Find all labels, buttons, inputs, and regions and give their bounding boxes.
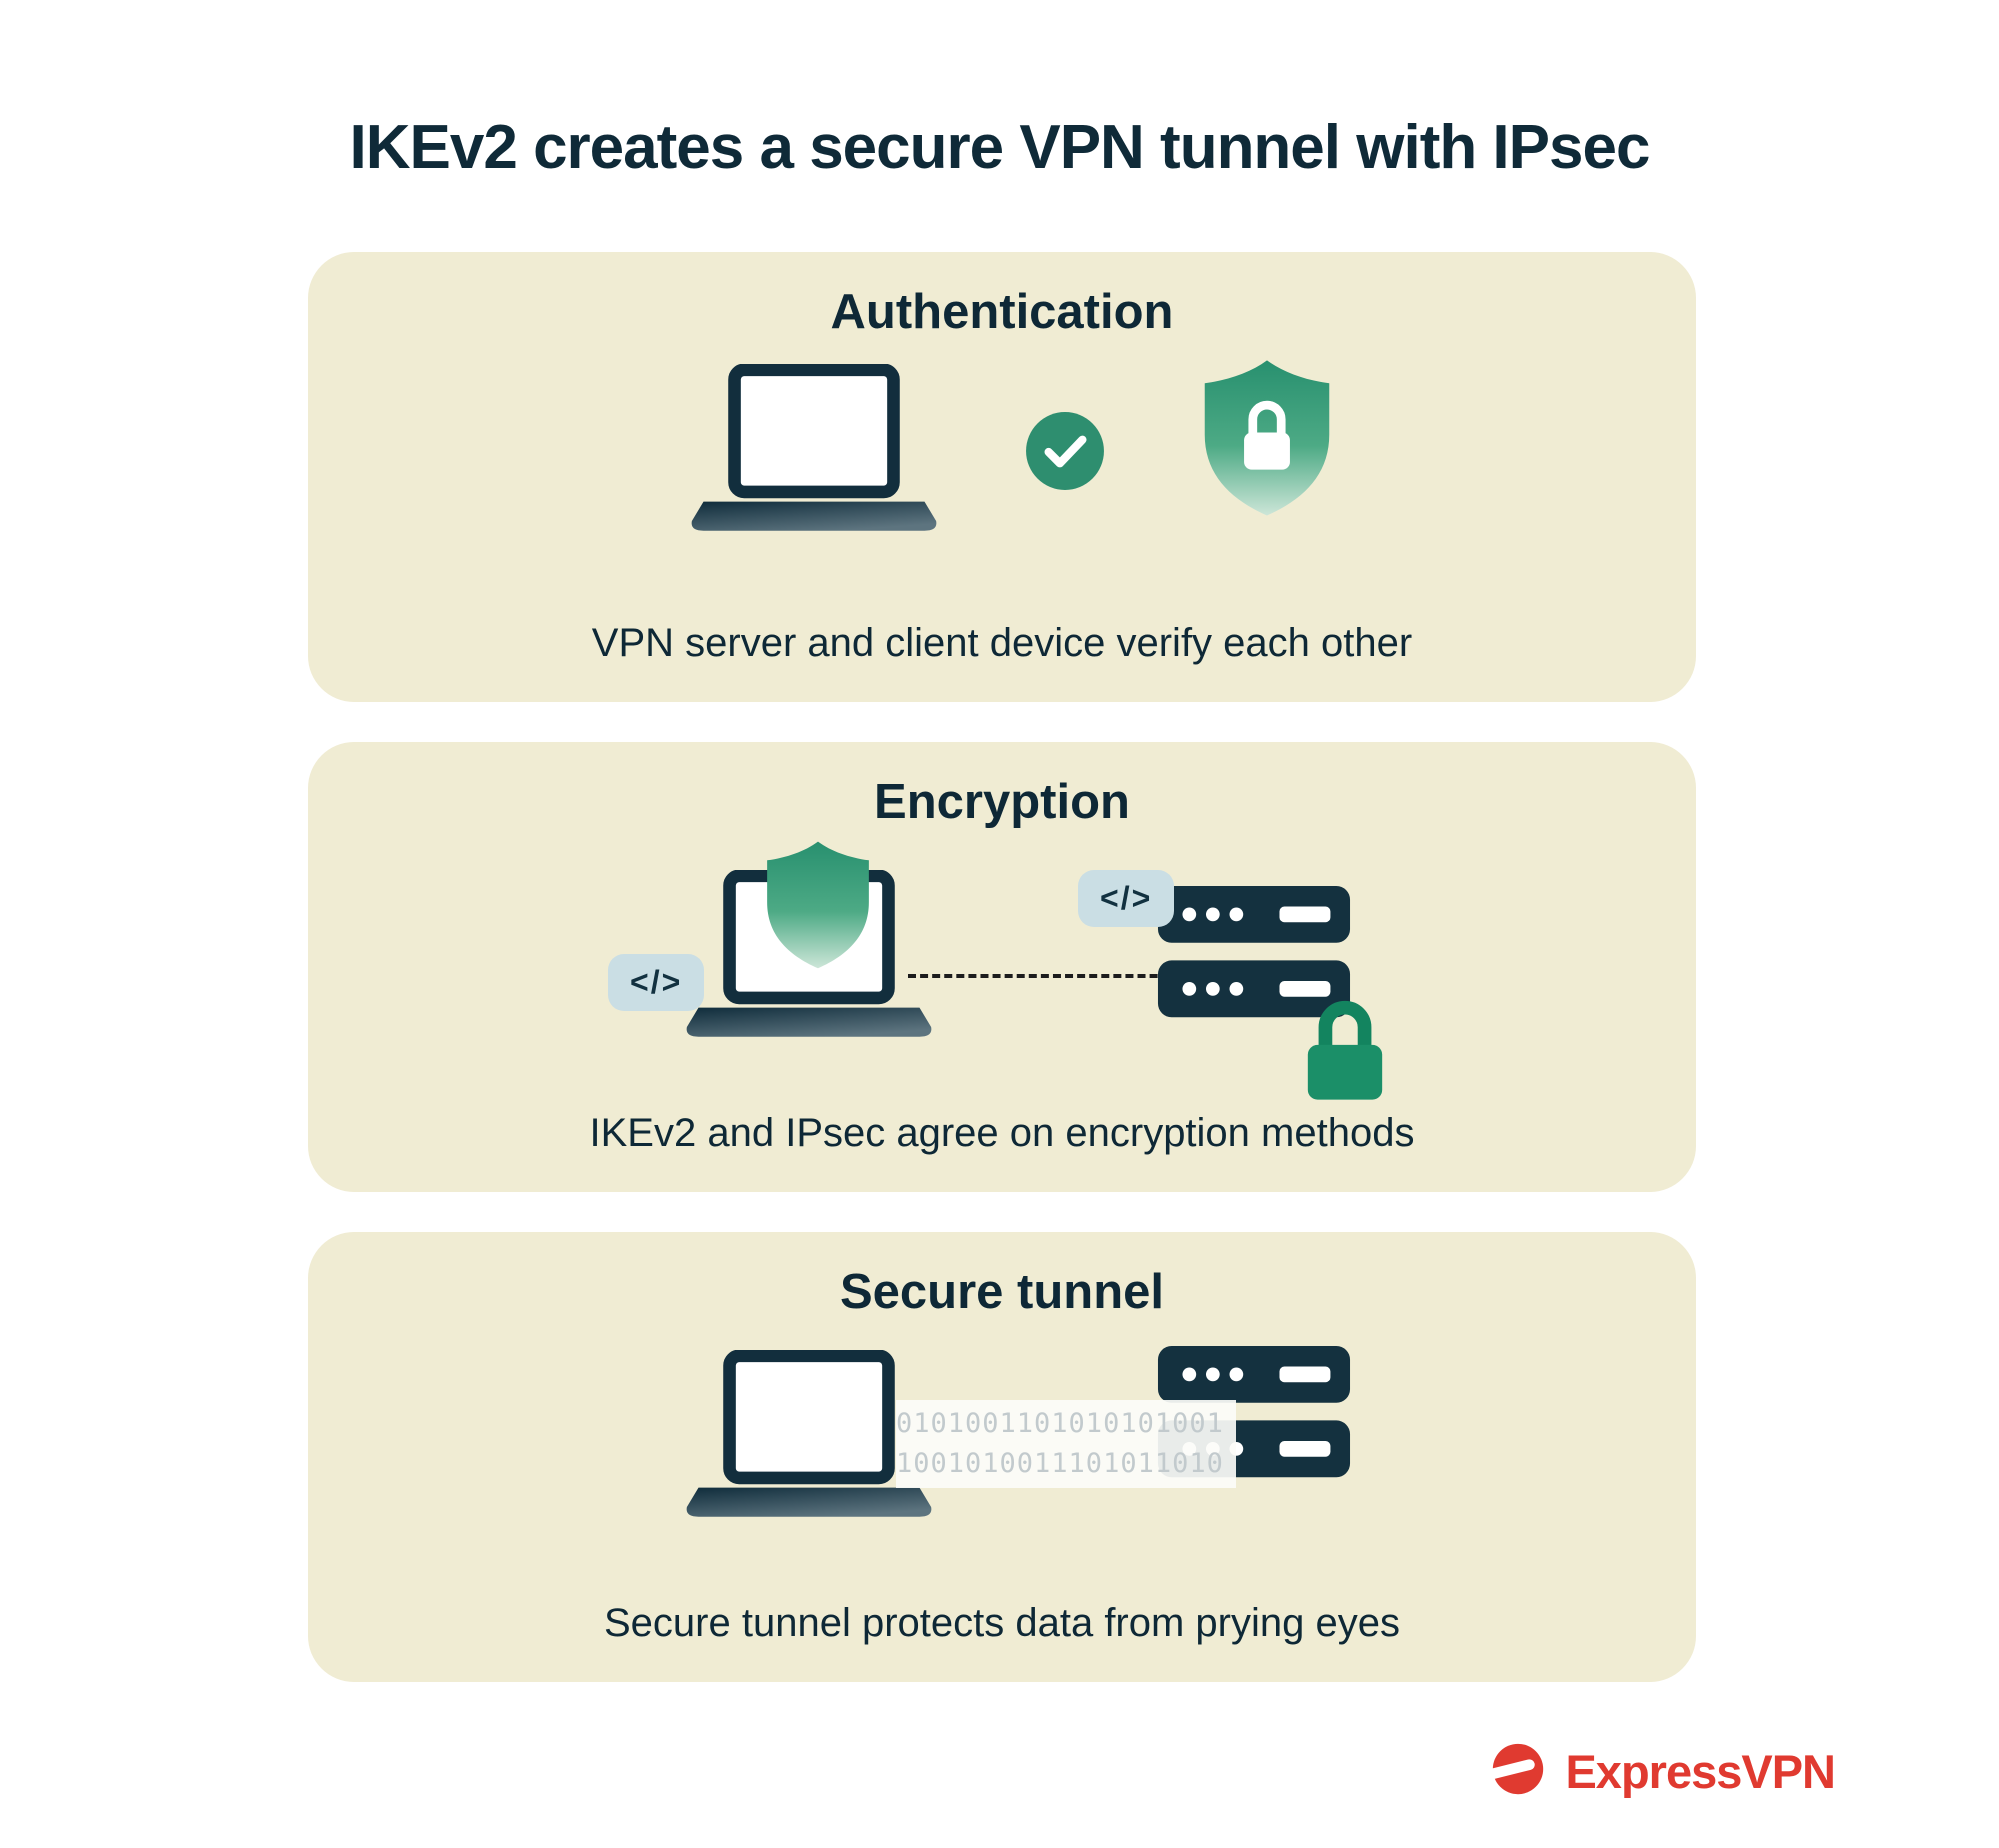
- binary-line: 1001010011101011010: [896, 1448, 1224, 1479]
- panel-encryption-heading: Encryption: [874, 775, 1130, 829]
- panel-secure-tunnel-heading: Secure tunnel: [839, 1265, 1165, 1319]
- padlock-icon: [1300, 994, 1390, 1109]
- shield-lock-icon: [1196, 356, 1338, 525]
- panel-secure-tunnel-caption: Secure tunnel protects data from prying …: [604, 1601, 1400, 1645]
- panel-secure-tunnel: Secure tunnel 0101001101010101001 100101…: [308, 1232, 1696, 1682]
- panel-authentication-heading: Authentication: [830, 285, 1174, 339]
- expressvpn-mark-icon: [1485, 1738, 1549, 1805]
- panel-encryption: Encryption </> </>: [308, 742, 1696, 1192]
- binary-data-stream: 0101001101010101001 1001010011101011010: [896, 1400, 1236, 1488]
- checkmark-icon: [1024, 410, 1106, 497]
- binary-line: 0101001101010101001: [896, 1408, 1224, 1439]
- page-title: IKEv2 creates a secure VPN tunnel with I…: [349, 113, 1651, 182]
- brand-logo: ExpressVPN: [1485, 1738, 1836, 1805]
- shield-icon: [760, 838, 876, 977]
- panel-authentication: Authentication: [308, 252, 1696, 702]
- laptop-icon: [683, 1350, 935, 1523]
- code-tag-icon: </>: [608, 954, 705, 1011]
- dashed-connection-line: [908, 974, 1218, 978]
- panel-encryption-caption: IKEv2 and IPsec agree on encryption meth…: [589, 1111, 1415, 1155]
- server-stack-icon: [1156, 884, 1352, 1026]
- code-tag-icon: </>: [1078, 870, 1175, 927]
- brand-wordmark: ExpressVPN: [1565, 1745, 1836, 1798]
- laptop-icon: [688, 364, 940, 537]
- panel-authentication-caption: VPN server and client device verify each…: [591, 621, 1413, 665]
